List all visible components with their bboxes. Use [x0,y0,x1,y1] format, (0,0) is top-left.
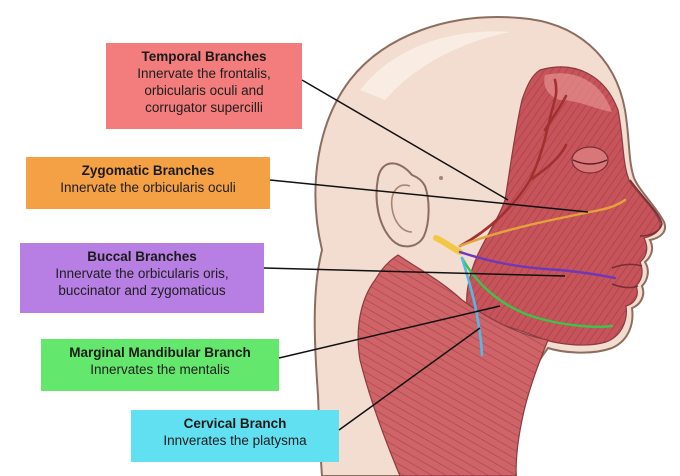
lips-outline [611,263,643,289]
cervical-branch-label: Cervical Branch Innverates the platysma [131,410,339,462]
marginal-mandibular-branch-title: Marginal Mandibular Branch [69,345,251,360]
temple-mark [439,176,443,180]
buccal-nerve-branch [458,250,617,280]
ear-inner [390,184,413,233]
marginal-label-bg [41,339,279,391]
zygomatic-nerve-branch [458,198,627,248]
temporal-branches-line-2: orbicularis oculi and [144,83,264,98]
buccal-label-bg [20,243,264,313]
buccal-branches-title: Buccal Branches [87,249,197,264]
marginal-mandibular-branch-line-1: Innervates the mentalis [90,362,230,377]
temporal-branches-label: Temporal Branches Innervate the frontali… [106,43,302,129]
temporal-branches-line-1: Innervate the frontalis, [137,66,271,81]
temporal-nerve-branch [458,78,568,248]
zygomatic-branches-title: Zygomatic Branches [81,163,215,178]
face-muscles [466,66,661,346]
marginal-leader-line [278,305,501,359]
cervical-branch-line-1: Innverates the platysma [163,433,307,448]
marginal-mandibular-branch-label: Marginal Mandibular Branch Innervates th… [41,339,279,391]
temporal-label-bg [106,43,302,129]
buccal-branches-label: Buccal Branches Innervate the orbiculari… [20,243,264,313]
cervical-label-bg [131,410,339,462]
scalp-highlight [360,31,510,100]
marginal-mandibular-nerve-branch [460,256,614,328]
cervical-branch-title: Cervical Branch [183,416,287,431]
eyelid-line [572,159,608,165]
cervical-nerve-branch [460,256,484,357]
temporal-leader-line [301,79,509,201]
zygomatic-label-bg [26,157,270,209]
zygomatic-branches-label: Zygomatic Branches Innervate the orbicul… [26,157,270,209]
frontalis-muscle [544,73,612,112]
cervical-leader-line [338,327,481,431]
facial-nerve-trunk [433,235,463,255]
eye [571,146,609,174]
ear [375,162,430,248]
buccal-branches-line-1: Innervate the orbicularis oris, [55,266,229,281]
temporal-branches-line-3: corrugator supercilli [145,100,263,115]
buccal-leader-line [263,267,566,277]
temporal-branches-title: Temporal Branches [141,49,267,64]
zygomatic-branches-line-1: Innervate the orbicularis oculi [60,180,236,195]
nose-outline [629,179,663,237]
buccal-branches-line-2: buccinator and zygomaticus [58,283,226,298]
zygomatic-leader-line [269,179,589,213]
